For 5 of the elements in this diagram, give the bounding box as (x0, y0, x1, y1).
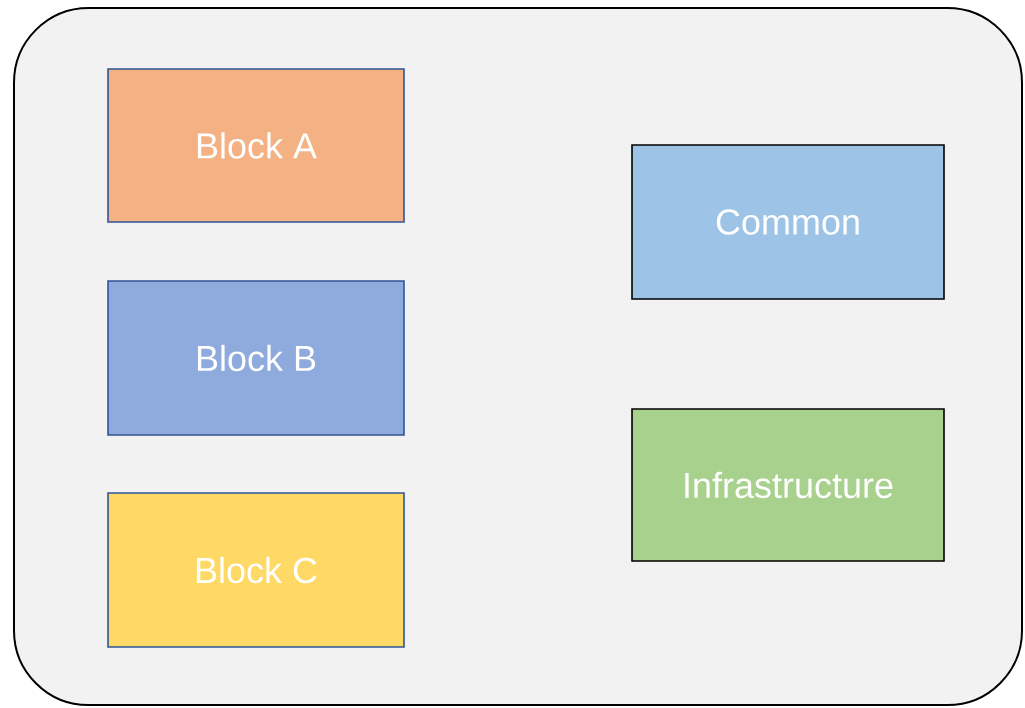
block-box: Block A (107, 68, 405, 223)
block-box: Block B (107, 280, 405, 436)
block-box: Common (631, 144, 945, 300)
block-box: Infrastructure (631, 408, 945, 562)
block-box: Block C (107, 492, 405, 648)
